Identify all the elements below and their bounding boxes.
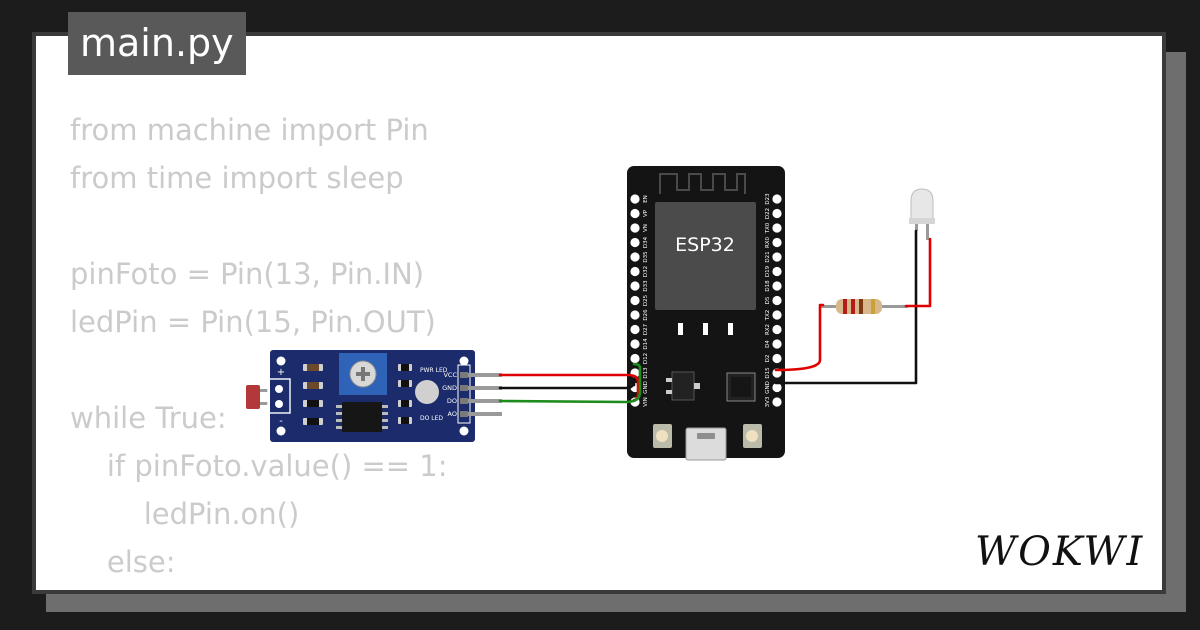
esp32-pin-hole: [630, 281, 640, 291]
esp32-pin-label: D35: [643, 251, 649, 263]
esp32-pin-label: RX0: [765, 236, 771, 248]
code-line: ledPin.on(): [70, 497, 300, 531]
esp32-pin-label: D23: [765, 193, 771, 205]
esp32-pin-label: TX2: [765, 310, 771, 322]
boot-button[interactable]: [653, 424, 672, 448]
esp32-pin-hole: [772, 237, 782, 248]
esp32-pin-label: D26: [643, 309, 649, 321]
code-line: from machine import Pin: [70, 113, 429, 147]
code-line: while True:: [70, 401, 227, 435]
esp32-pin-label: VN: [643, 224, 649, 232]
esp32-label: ESP32: [675, 234, 735, 256]
pin-label-ao: AO: [448, 410, 457, 418]
esp32-pin-label: RX2: [765, 324, 771, 335]
esp32-pin-hole: [630, 266, 640, 277]
esp32-pin-label: D34: [643, 236, 649, 248]
esp32-pin-label: D27: [643, 323, 649, 335]
code-listing: from machine import Pin from time import …: [70, 106, 448, 590]
esp32-pin-label: VP: [643, 209, 649, 217]
esp32-pin-label: TX0: [765, 222, 771, 234]
esp32-pin-hole: [772, 252, 782, 262]
esp32-pin-label: D18: [765, 280, 771, 292]
esp32-pin-hole: [772, 397, 782, 407]
esp32-pin-hole: [772, 194, 782, 204]
esp32-pin-hole: [630, 237, 640, 248]
esp32-pin-hole: [772, 324, 782, 335]
comparator-chip: [336, 402, 388, 432]
wokwi-logo: WOKWI: [975, 529, 1144, 575]
pin-label-gnd: GND: [442, 384, 457, 392]
esp32-pin-label: D32: [643, 266, 649, 277]
esp32-pin-hole: [772, 310, 782, 320]
esp32-pin-hole: [630, 324, 640, 335]
filename-tab: main.py: [68, 12, 246, 75]
esp32-pin-hole: [630, 208, 640, 219]
esp32-pin-label: D13: [643, 367, 649, 379]
esp32-pin-label: D25: [643, 294, 649, 306]
wokwi-logo-text: WOKWI: [975, 529, 1144, 575]
minus-label: -: [279, 416, 283, 427]
plus-label: +: [277, 367, 285, 378]
do-led-label: DO LED: [420, 415, 443, 422]
esp32-pin-label: D21: [765, 251, 771, 262]
esp32-pin-hole: [772, 382, 782, 393]
potentiometer: [339, 353, 387, 395]
esp32-pin-hole: [772, 208, 782, 219]
esp32-board: ESP32 ENVPVND34D35D32D33D25D26D27D14D12D…: [627, 166, 785, 461]
esp32-pin-hole: [630, 194, 640, 204]
esp32-pin-label: D22: [765, 208, 771, 219]
pin-label-vcc: VCC: [443, 371, 457, 379]
esp32-pin-hole: [772, 281, 782, 291]
pin-label-do: DO: [447, 397, 457, 405]
status-led: [415, 380, 439, 404]
esp32-pin-label: D15: [765, 367, 771, 379]
wire-do: [498, 362, 642, 404]
esp32-pin-hole: [772, 339, 782, 349]
preview-card: from machine import Pin from time import …: [32, 32, 1166, 594]
esp32-pin-label: 3V3: [765, 396, 771, 407]
esp32-pin-label: D33: [643, 280, 649, 292]
pwr-led-label: PWR LED: [420, 367, 448, 374]
resistor: [821, 299, 908, 314]
esp32-pin-hole: [772, 266, 782, 277]
wire-d15: [774, 303, 825, 372]
esp32-pin-label: D5: [765, 296, 771, 304]
reset-button[interactable]: [743, 424, 762, 448]
esp32-pin-hole: [630, 295, 640, 306]
esp32-pin-label: D14: [643, 338, 649, 350]
esp32-pin-label: EN: [643, 195, 649, 203]
code-line: else:: [70, 545, 176, 579]
esp32-pin-hole: [772, 353, 782, 364]
esp32-pin-label: D4: [765, 340, 771, 348]
esp32-pin-label: D2: [765, 355, 771, 363]
usb-port: [685, 427, 727, 461]
wire-gnd: [498, 378, 636, 390]
code-line: from time import sleep: [70, 161, 404, 195]
code-line: if pinFoto.value() == 1:: [70, 449, 448, 483]
ldr-sensor-module: + - PWR LED DO LED: [246, 350, 502, 442]
esp32-pin-hole: [630, 223, 640, 233]
esp32-pin-hole: [630, 353, 640, 364]
esp32-pin-hole: [630, 252, 640, 262]
esp32-pin-label: VIN: [643, 397, 649, 407]
esp32-pin-hole: [772, 295, 782, 306]
code-line: pinFoto = Pin(13, Pin.IN): [70, 257, 425, 291]
esp32-pin-hole: [630, 310, 640, 320]
wire-gnd-led: [774, 229, 918, 385]
esp32-pin-label: GND: [643, 381, 649, 394]
wire-led-anode: [904, 237, 932, 308]
esp32-pin-label: GND: [765, 381, 771, 394]
esp32-pin-label: D19: [765, 265, 771, 277]
esp32-pin-label: D12: [643, 353, 649, 364]
code-line: ledPin = Pin(15, Pin.OUT): [70, 305, 436, 339]
photoresistor: [246, 385, 268, 409]
led: [909, 188, 935, 240]
esp32-pin-hole: [772, 223, 782, 233]
esp32-pin-hole: [630, 339, 640, 349]
